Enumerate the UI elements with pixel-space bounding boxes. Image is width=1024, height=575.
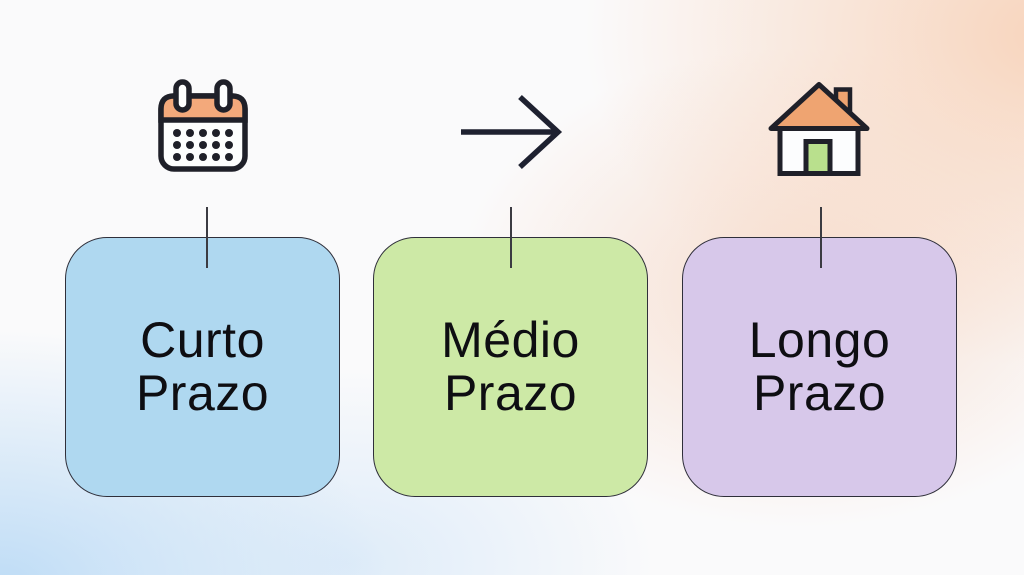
connector-line-curto [206,207,208,268]
arrow-right-icon [461,94,563,170]
card-label-line: Prazo [135,365,270,421]
calendar-icon [158,79,248,172]
house-icon [768,82,870,176]
card-label-line: Prazo [752,365,887,421]
connector-line-longo [820,207,822,268]
card-longo-prazo: Longo Prazo [682,237,957,497]
connector-line-medio [510,207,512,268]
card-label-line: Longo [748,312,891,368]
card-medio-prazo: Médio Prazo [373,237,648,497]
card-label-line: Médio [441,312,580,368]
card-curto-prazo: Curto Prazo [65,237,340,497]
card-label-line: Curto [140,312,265,368]
card-label-line: Prazo [443,365,578,421]
